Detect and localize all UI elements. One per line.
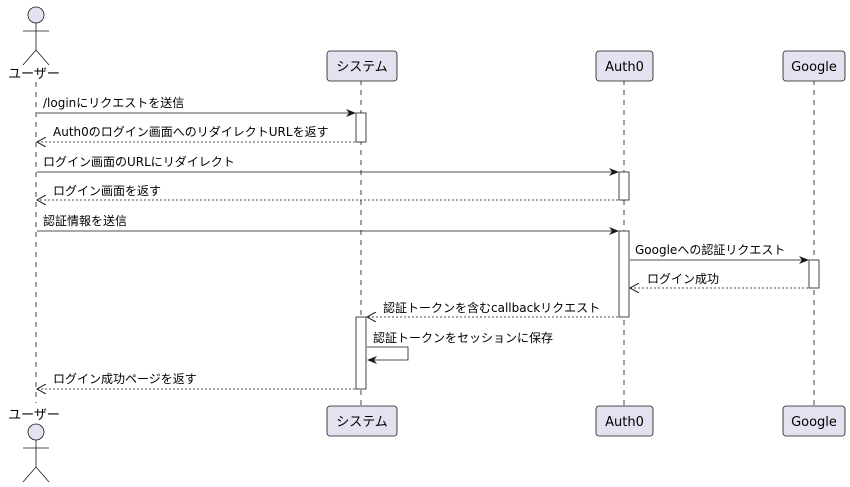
actor-leg-left-icon <box>22 466 37 483</box>
actor-label-top: ユーザー <box>8 67 60 82</box>
participant-auth0-top: Auth0 <box>595 50 654 82</box>
svg-text:認証情報を送信: 認証情報を送信 <box>43 213 127 228</box>
svg-text:ログイン成功: ログイン成功 <box>647 272 719 286</box>
activation-auth0-2 <box>618 230 630 318</box>
participant-auth0-bottom: Auth0 <box>595 405 654 437</box>
message-3: ログイン画面のURLにリダイレクト <box>37 154 619 176</box>
actor-leg-right-icon <box>35 49 50 66</box>
actor-head-icon <box>27 6 45 24</box>
activation-system-2 <box>355 316 367 390</box>
svg-text:Google: Google <box>791 415 837 430</box>
svg-text:システム: システム <box>336 60 388 75</box>
participant-google-bottom: Google <box>782 405 846 437</box>
svg-text:システム: システム <box>336 415 388 430</box>
svg-text:/loginにリクエストを送信: /loginにリクエストを送信 <box>43 95 184 110</box>
svg-text:Auth0: Auth0 <box>605 415 644 430</box>
svg-text:Google: Google <box>791 60 837 75</box>
message-1: /loginにリクエストを送信 <box>37 95 356 117</box>
message-2: Auth0のログイン画面へのリダイレクトURLを返す <box>37 124 355 142</box>
message-10: ログイン成功ページを返す <box>37 372 355 389</box>
svg-text:ログイン成功ページを返す: ログイン成功ページを返す <box>53 372 197 386</box>
actor-leg-left-icon <box>22 49 37 66</box>
actor-top: ユーザー <box>8 6 60 82</box>
svg-text:ログイン画面を返す: ログイン画面を返す <box>53 184 161 198</box>
participant-google-top: Google <box>782 50 846 82</box>
actor-bottom: ユーザー <box>8 408 60 483</box>
actor-label-bottom: ユーザー <box>8 408 60 423</box>
svg-text:Googleへの認証リクエスト: Googleへの認証リクエスト <box>635 242 785 257</box>
actor-head-icon <box>27 423 45 441</box>
message-6: Googleへの認証リクエスト <box>630 242 809 264</box>
message-5: 認証情報を送信 <box>37 213 619 235</box>
message-9-self: 認証トークンをセッションに保存 <box>367 330 553 364</box>
svg-text:認証トークンを含むcallbackリクエスト: 認証トークンを含むcallbackリクエスト <box>383 300 600 315</box>
participant-system-bottom: システム <box>326 405 398 437</box>
svg-text:Auth0: Auth0 <box>605 60 644 75</box>
message-8: 認証トークンを含むcallbackリクエスト <box>367 300 618 317</box>
activation-google-1 <box>808 259 820 289</box>
svg-text:Auth0のログイン画面へのリダイレクトURLを返す: Auth0のログイン画面へのリダイレクトURLを返す <box>53 124 329 139</box>
svg-text:ログイン画面のURLにリダイレクト: ログイン画面のURLにリダイレクト <box>43 154 235 169</box>
message-4: ログイン画面を返す <box>37 184 618 200</box>
activation-auth0-1 <box>618 171 630 201</box>
participant-system-top: システム <box>326 50 398 82</box>
svg-text:認証トークンをセッションに保存: 認証トークンをセッションに保存 <box>373 330 553 345</box>
actor-leg-right-icon <box>35 466 50 483</box>
message-7: ログイン成功 <box>630 272 808 288</box>
activation-system-1 <box>355 112 367 143</box>
